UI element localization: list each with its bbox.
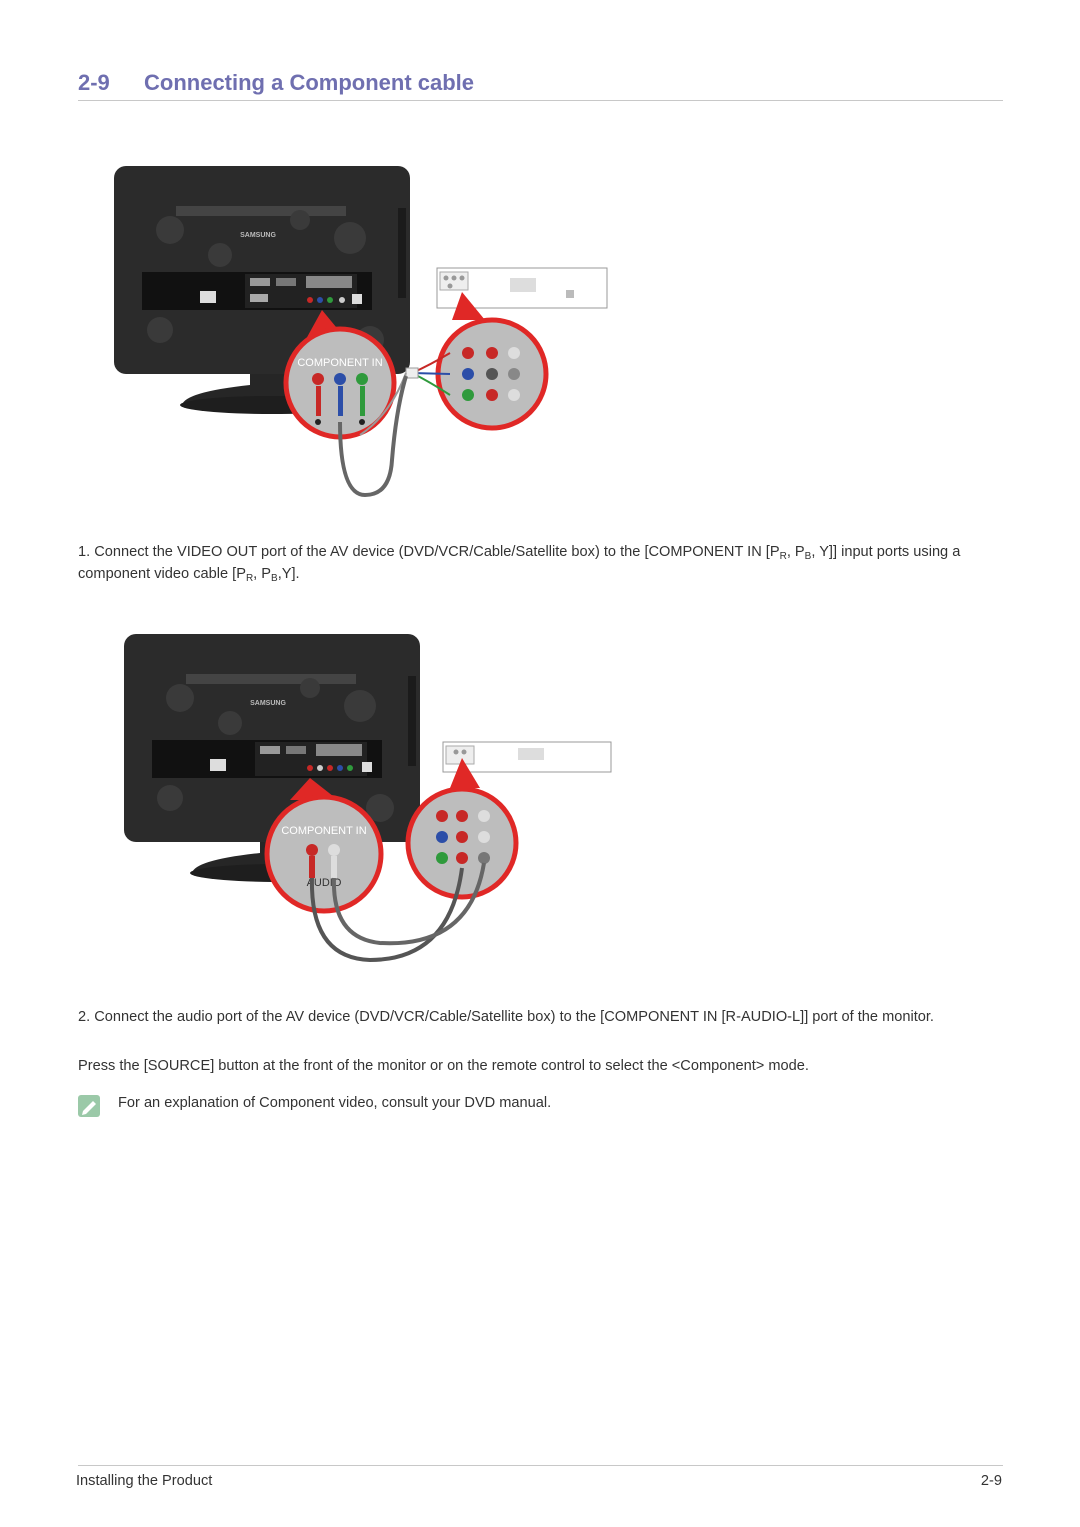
- footer-section: Installing the Product: [76, 1473, 213, 1489]
- section-heading: 2-9 Connecting a Component cable: [78, 70, 474, 96]
- note-text: For an explanation of Component video, c…: [118, 1095, 552, 1111]
- note-pencil-icon: [78, 1095, 100, 1117]
- monitor-callout: COMPONENT IN: [283, 310, 397, 440]
- component-cable: [338, 352, 451, 498]
- figure-component-video: SAMSUNG COMPONENT IN: [114, 166, 608, 498]
- source-instruction: Press the [SOURCE] button at the front o…: [78, 1058, 809, 1074]
- brand-logo: SAMSUNG: [250, 700, 286, 707]
- figure-component-audio: SAMSUNG COMPONENT IN AUDIO: [124, 634, 612, 963]
- monitor-back-illustration: SAMSUNG: [124, 634, 420, 882]
- step-2-text: 2. Connect the audio port of the AV devi…: [78, 1009, 934, 1025]
- dvd-callout: [435, 292, 549, 431]
- dvd-callout: [405, 758, 519, 900]
- component-in-label: COMPONENT IN: [281, 825, 366, 837]
- footer-rule: [78, 1465, 1003, 1466]
- step-1-text: 1. Connect the VIDEO OUT port of the AV …: [78, 544, 961, 584]
- brand-logo: SAMSUNG: [240, 232, 276, 239]
- section-number: 2-9: [78, 70, 110, 95]
- component-in-label: COMPONENT IN: [297, 357, 382, 369]
- audio-cable: [309, 862, 486, 963]
- footer-page-number: 2-9: [980, 1473, 1002, 1489]
- heading-rule: [78, 100, 1003, 101]
- section-title: Connecting a Component cable: [144, 70, 475, 95]
- monitor-back-illustration: SAMSUNG: [114, 166, 410, 414]
- monitor-callout: COMPONENT IN AUDIO: [264, 778, 384, 914]
- dvd-player-illustration: [442, 741, 612, 773]
